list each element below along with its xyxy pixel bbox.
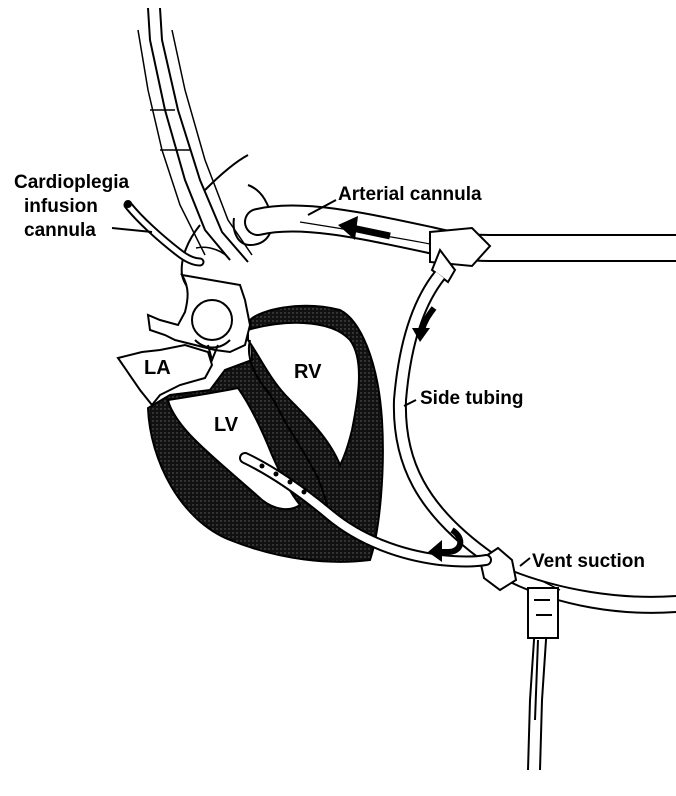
side-tubing — [400, 275, 492, 560]
label-cardioplegia-line1: Cardioplegia — [14, 172, 129, 193]
top-clamp — [138, 8, 252, 262]
label-vent-suction: Vent suction — [532, 551, 645, 572]
label-lv: LV — [214, 414, 238, 436]
label-la: LA — [144, 357, 171, 379]
y-connector-top — [430, 228, 490, 282]
bottom-clamp — [528, 588, 558, 770]
label-rv: RV — [294, 361, 321, 383]
label-side-tubing: Side tubing — [420, 388, 523, 409]
aortic-root — [148, 275, 250, 360]
label-arterial-cannula: Arterial cannula — [338, 184, 482, 205]
label-cardioplegia-line3: cannula — [24, 220, 96, 241]
label-cardioplegia-line2: infusion — [24, 196, 98, 217]
